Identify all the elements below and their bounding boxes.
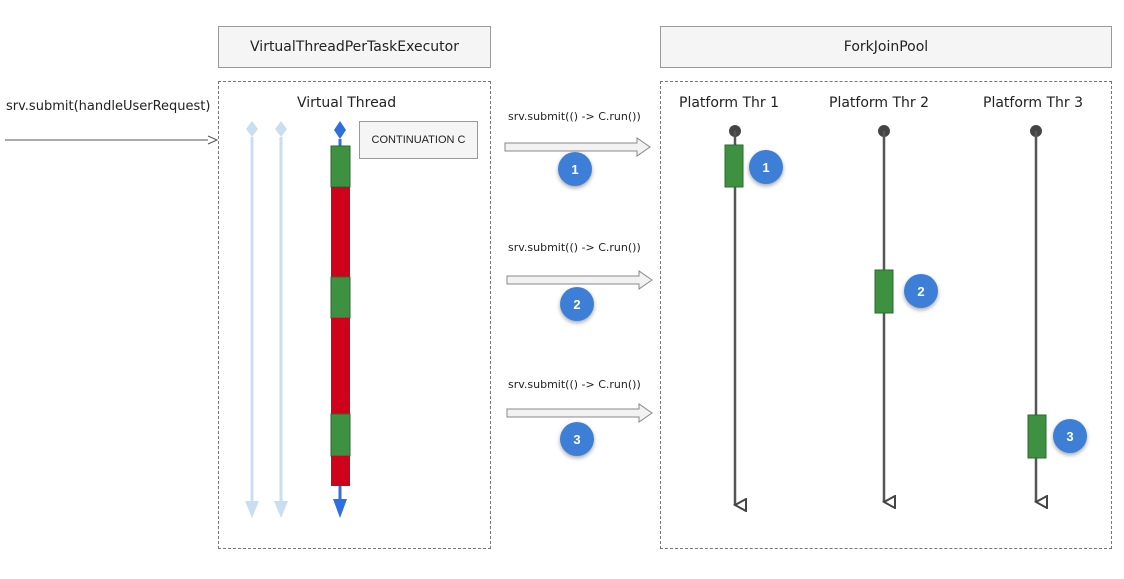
vt-segment-blocked-3 [331, 456, 350, 486]
vt-segment-blocked-1 [331, 187, 350, 277]
submission-label-1: srv.submit(() -> C.run()) [508, 110, 641, 123]
platform-thread-2-task [874, 269, 894, 314]
incoming-request-arrow [5, 135, 219, 145]
incoming-call-label: srv.submit(handleUserRequest) [6, 99, 211, 114]
pool-title: ForkJoinPool [660, 26, 1112, 68]
platform-thread-2-label: Platform Thr 2 [829, 95, 930, 111]
platform-step-badge-3: 3 [1053, 419, 1087, 453]
pool-container [660, 81, 1112, 549]
platform-thread-1-label: Platform Thr 1 [679, 95, 780, 111]
idle-virtual-thread-2 [274, 121, 288, 518]
virtual-thread-label: Virtual Thread [297, 95, 397, 111]
platform-step-badge-2: 2 [904, 274, 938, 308]
step-badge-1: 1 [558, 152, 592, 186]
platform-thread-3-line [1027, 125, 1047, 502]
submission-arrow-1 [504, 137, 651, 157]
platform-thread-3-label: Platform Thr 3 [983, 95, 1084, 111]
executor-container [218, 81, 491, 549]
continuation-box: CONTINUATION C [359, 121, 478, 159]
step-badge-2: 2 [560, 287, 594, 321]
platform-thread-2-line [874, 125, 894, 502]
step-badge-3: 3 [560, 422, 594, 456]
platform-thread-3-task [1027, 414, 1047, 459]
active-virtual-thread [330, 121, 351, 518]
vt-segment-blocked-2 [331, 318, 350, 414]
submission-label-2: srv.submit(() -> C.run()) [508, 241, 641, 254]
platform-thread-1-line [724, 125, 744, 505]
idle-virtual-thread-1 [245, 121, 259, 518]
submission-arrow-2 [506, 270, 653, 290]
executor-title: VirtualThreadPerTaskExecutor [218, 26, 491, 68]
submission-arrow-3 [506, 403, 653, 423]
platform-thread-1-task [724, 144, 744, 188]
platform-step-badge-1: 1 [749, 150, 783, 184]
submission-label-3: srv.submit(() -> C.run()) [508, 378, 641, 391]
